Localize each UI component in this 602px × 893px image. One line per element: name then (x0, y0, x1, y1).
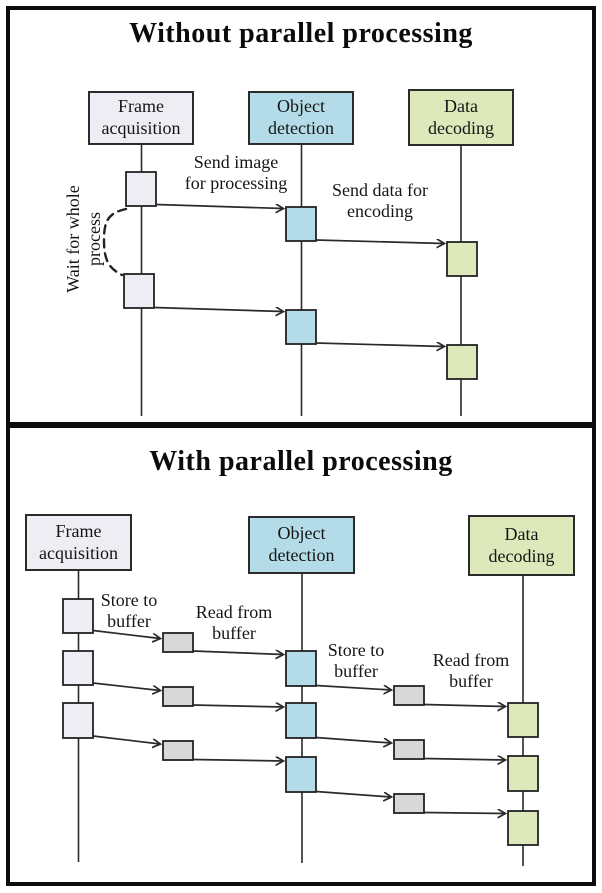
message-arrow (315, 343, 444, 347)
actor-data-decoding: Data decoding (408, 89, 514, 146)
buffer-box (162, 740, 194, 761)
top-panel-title: Without parallel processing (129, 18, 473, 49)
message-label-read-from-buffer-1: Read from buffer (195, 602, 273, 644)
bottom-panel-arrows (92, 629, 505, 814)
message-arrow (315, 684, 391, 691)
top-panel-arrows (153, 203, 444, 347)
bottom-panel-activations (62, 598, 539, 846)
message-arrow (315, 790, 391, 798)
data-activation-box (446, 241, 478, 277)
message-arrow (153, 306, 283, 312)
buffer-box (162, 632, 194, 653)
data-activation-box (446, 344, 478, 380)
buffer-box (162, 686, 194, 707)
actor-data-decoding: Data decoding (468, 515, 575, 576)
message-arrow (192, 651, 283, 655)
message-arrow (423, 705, 505, 707)
buffer-box (393, 685, 425, 706)
message-arrow (192, 705, 283, 707)
object-activation-box (285, 702, 317, 739)
message-label-send-data: Send data for encoding (332, 180, 428, 222)
object-activation-box (285, 650, 317, 687)
actor-frame-acquisition: Frame acquisition (88, 91, 194, 145)
top-panel-activations (123, 171, 478, 380)
wait-for-whole-process-label: Wait for whole process (62, 185, 104, 293)
message-arrow (92, 682, 160, 691)
frame-activation-box (62, 598, 94, 634)
message-arrow (423, 813, 505, 814)
frame-activation-box (125, 171, 157, 207)
message-arrow (423, 759, 505, 761)
message-arrow (155, 203, 283, 209)
actor-object-detection: Object detection (248, 91, 354, 145)
message-arrow (92, 735, 160, 744)
frame-activation-box (62, 702, 94, 739)
message-arrow (315, 240, 444, 244)
message-arrow (92, 629, 160, 639)
object-activation-box (285, 309, 317, 345)
message-label-read-from-buffer-2: Read from buffer (432, 650, 510, 692)
bottom-panel-border (6, 424, 596, 886)
frame-activation-box (123, 273, 155, 309)
message-label-store-to-buffer-2: Store to buffer (327, 640, 385, 682)
frame-activation-box (62, 650, 94, 686)
data-activation-box (507, 810, 539, 846)
data-activation-box (507, 755, 539, 792)
message-label-send-image: Send image for processing (184, 152, 288, 194)
buffer-box (393, 739, 425, 760)
message-arrow (192, 760, 283, 762)
data-activation-box (507, 702, 539, 738)
actor-frame-acquisition: Frame acquisition (25, 514, 132, 571)
actor-object-detection: Object detection (248, 516, 355, 574)
object-activation-box (285, 756, 317, 793)
message-label-store-to-buffer-1: Store to buffer (100, 590, 158, 632)
bottom-panel-title: With parallel processing (149, 446, 453, 477)
message-arrow (315, 736, 391, 744)
wait-brace (102, 207, 128, 277)
object-activation-box (285, 206, 317, 242)
buffer-box (393, 793, 425, 814)
